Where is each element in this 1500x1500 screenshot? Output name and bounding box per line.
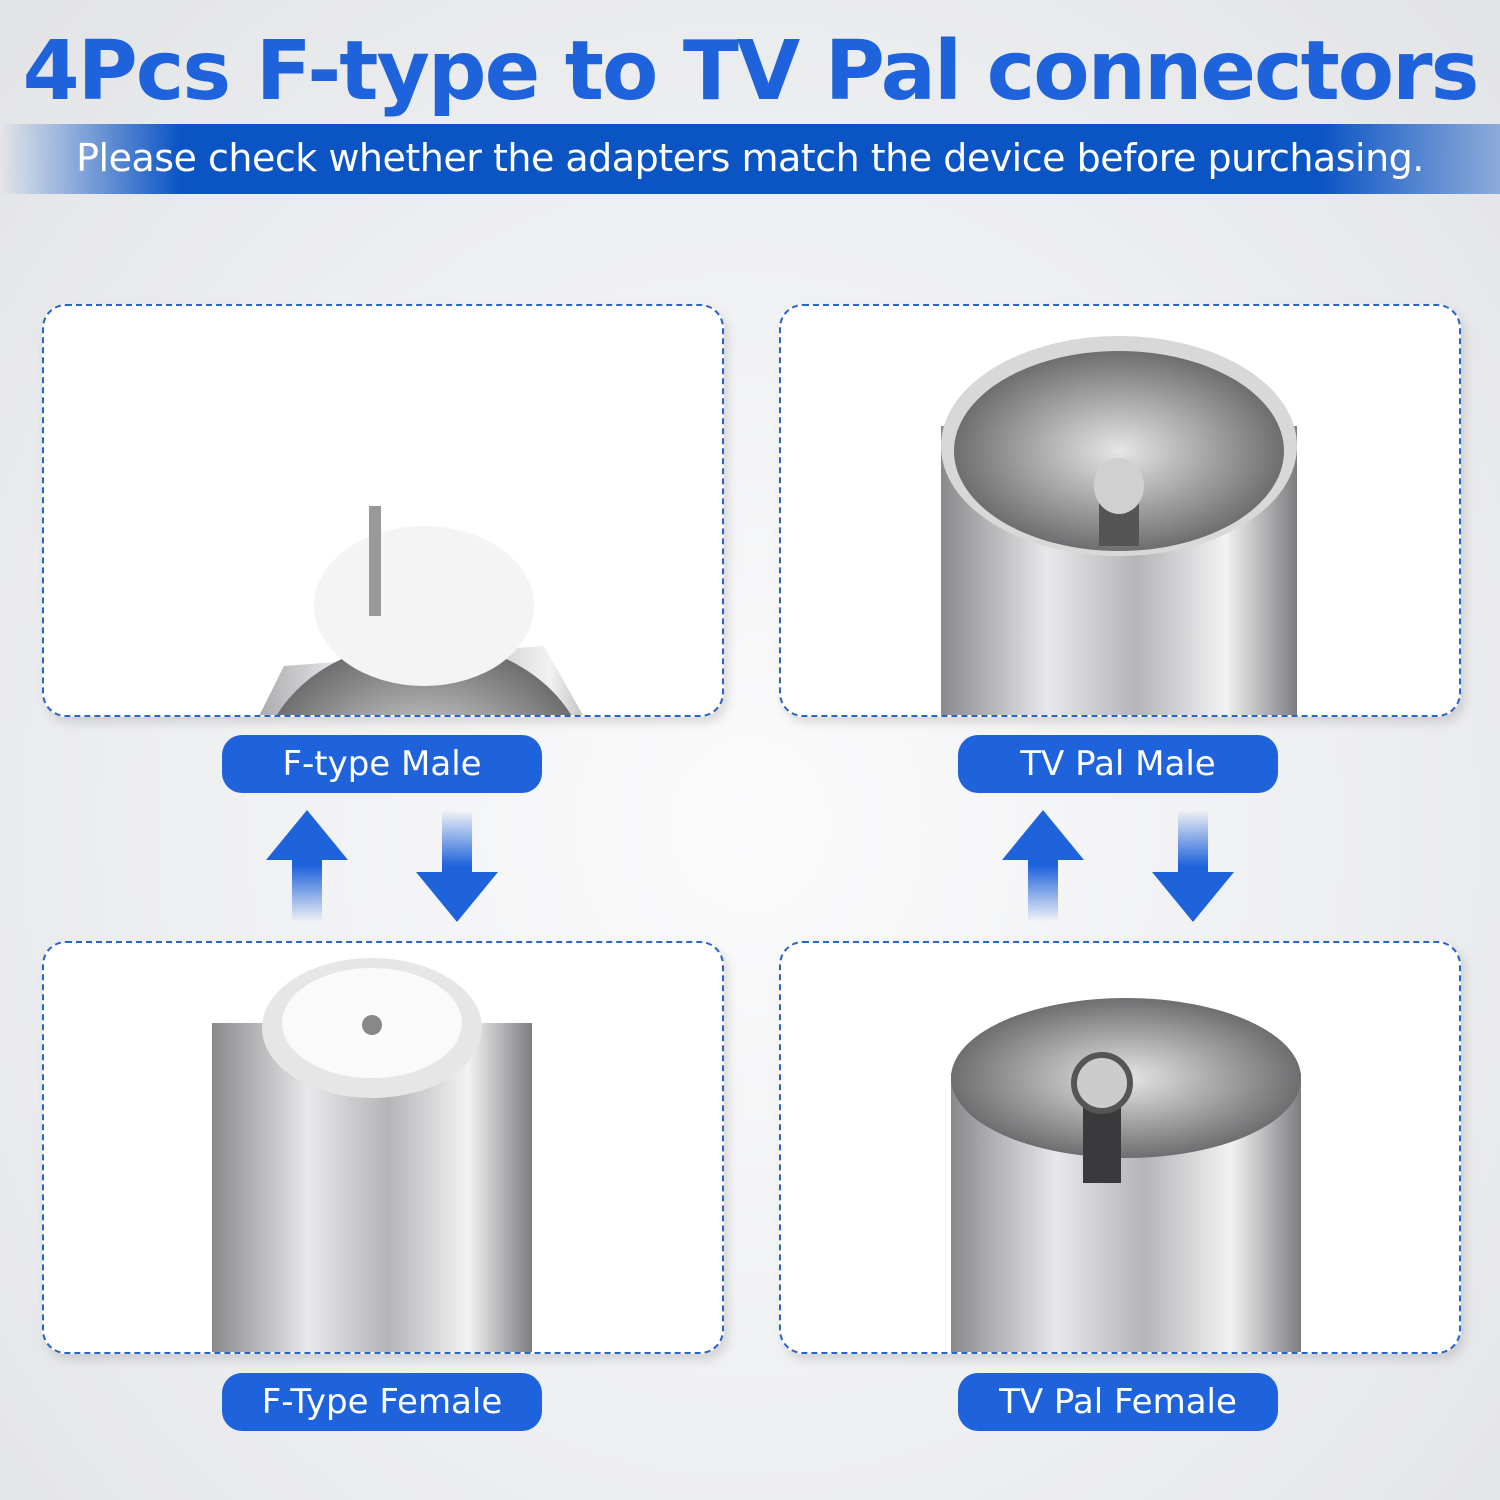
subtitle: Please check whether the adapters match … xyxy=(76,136,1424,180)
f-type-male-label: F-type Male xyxy=(222,735,542,793)
arrow-down-icon xyxy=(1152,810,1234,922)
f-type-female-panel xyxy=(42,941,724,1354)
tv-pal-male-panel xyxy=(779,304,1461,717)
tv-pal-female-image xyxy=(951,998,1301,1352)
page-title: 4Pcs F-type to TV Pal connectors xyxy=(22,24,1480,119)
f-type-female-label: F-Type Female xyxy=(222,1373,542,1431)
subtitle-band xyxy=(0,124,1500,194)
tv-pal-male-label: TV Pal Male xyxy=(958,735,1278,793)
tv-pal-female-label: TV Pal Female xyxy=(958,1373,1278,1431)
f-type-male-image xyxy=(259,506,583,715)
arrow-up-icon xyxy=(1002,810,1084,922)
arrow-up-icon xyxy=(266,810,348,922)
f-type-male-panel xyxy=(42,304,724,717)
tv-pal-female-panel xyxy=(779,941,1461,1354)
tv-pal-male-image xyxy=(941,336,1297,715)
f-type-female-image xyxy=(212,958,532,1352)
arrow-down-icon xyxy=(416,810,498,922)
